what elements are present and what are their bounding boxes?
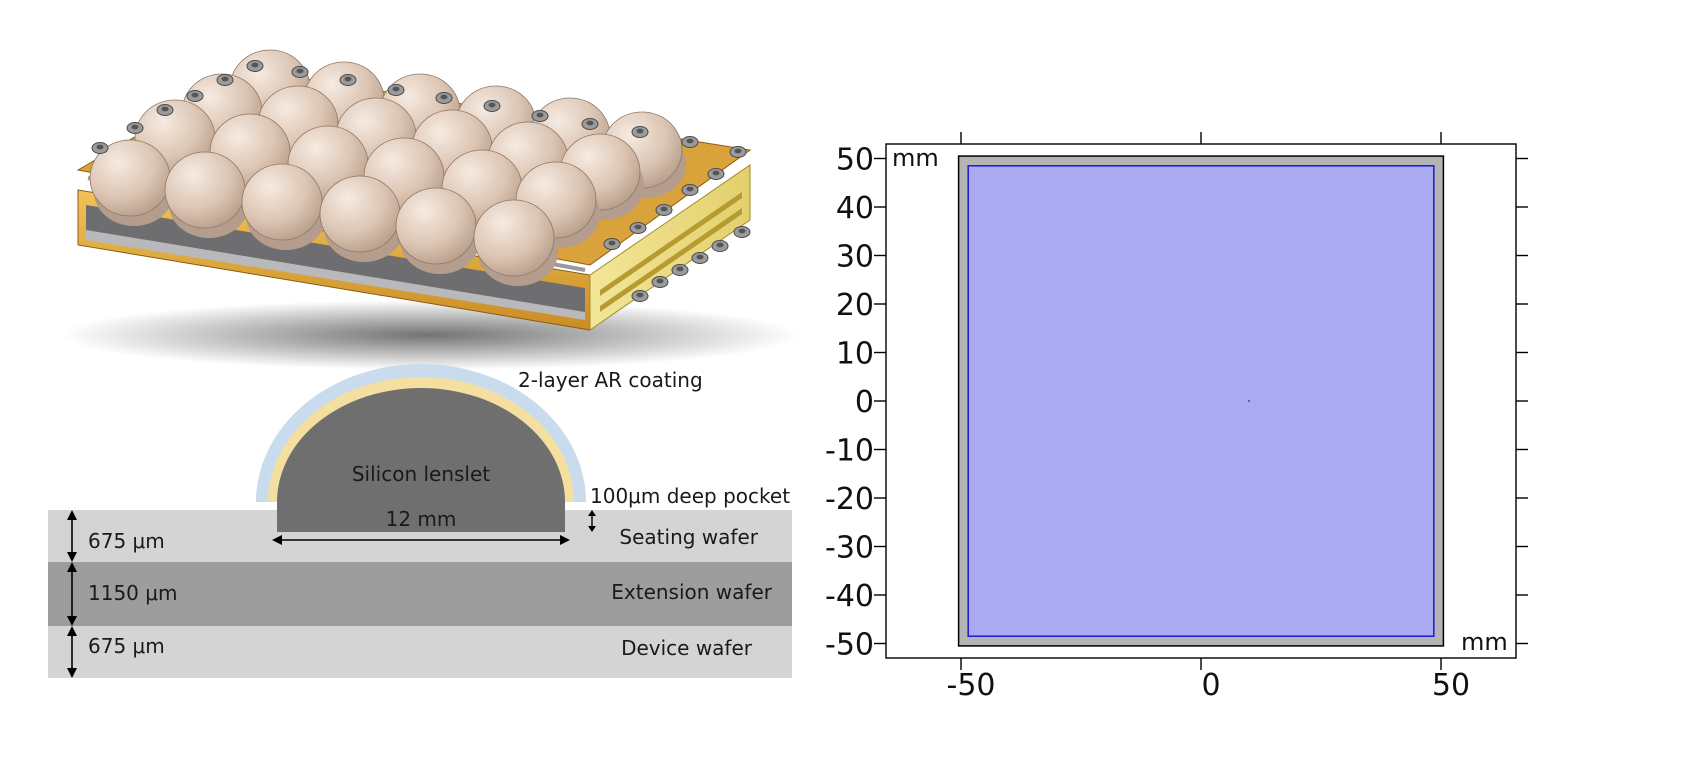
y-tick-label: 40 <box>836 191 874 226</box>
lenslet-label: Silicon lenslet <box>352 462 490 486</box>
unit-label-y: mm <box>892 144 939 172</box>
screw-socket <box>734 148 742 154</box>
lenslet-dome <box>164 151 246 229</box>
x-tick-label: -50 <box>947 668 996 703</box>
coating-label: 2-layer AR coating <box>518 368 703 392</box>
diameter-label: 12 mm <box>386 507 457 531</box>
screw-socket <box>608 240 616 246</box>
y-tick-label: 20 <box>836 288 874 323</box>
extension-thickness: 1150 μm <box>88 581 177 605</box>
lenslet-dome <box>395 187 477 265</box>
extension-wafer-label: Extension wafer <box>611 580 773 604</box>
screw-socket <box>676 266 684 272</box>
seating-thickness: 675 μm <box>88 529 165 553</box>
thickness-arrows <box>67 510 77 678</box>
screw-socket <box>696 254 704 260</box>
y-tick-label: 30 <box>836 240 874 275</box>
screw-socket <box>296 68 304 74</box>
screw-socket <box>96 144 104 150</box>
screw-socket <box>586 120 594 126</box>
lenslet-dome <box>473 199 555 277</box>
screw-socket <box>191 92 199 98</box>
y-tick-label: -50 <box>825 628 874 663</box>
array-shadow <box>60 300 800 370</box>
screw-socket <box>536 112 544 118</box>
center-point <box>1248 400 1250 402</box>
y-tick-label: 10 <box>836 337 874 372</box>
screw-socket <box>686 138 694 144</box>
screw-socket <box>656 278 664 284</box>
y-tick-label: -10 <box>825 434 874 469</box>
device-wafer-layer <box>48 626 792 678</box>
pocket-depth-arrow <box>588 510 596 532</box>
lenslet-array-rendering <box>60 40 800 370</box>
silicon-lenslet <box>277 388 565 532</box>
screw-socket <box>712 170 720 176</box>
screw-socket <box>686 186 694 192</box>
y-tick-label: -40 <box>825 579 874 614</box>
frame-screws <box>91 60 751 302</box>
pocket-label: 100μm deep pocket <box>590 484 790 508</box>
y-tick-label: -30 <box>825 531 874 566</box>
lenslet-dome <box>241 163 323 241</box>
screw-socket <box>392 86 400 92</box>
screw-socket <box>636 292 644 298</box>
screw-socket <box>660 206 668 212</box>
seating-wafer-label: Seating wafer <box>619 525 758 549</box>
lenslet-domes <box>89 49 686 286</box>
cross-section-diagram: Silicon lenslet 12 mm 2-layer AR coating… <box>48 364 792 678</box>
screw-socket <box>634 224 642 230</box>
diameter-arrow <box>272 535 570 545</box>
x-tick-label: 50 <box>1432 668 1470 703</box>
unit-label-x: mm <box>1461 628 1508 656</box>
device-thickness: 675 μm <box>88 634 165 658</box>
side-slot-2 <box>600 208 742 312</box>
plot-tick-labels: -50 0 50 50 40 30 20 10 0 -10 -20 -30 -40 -50 <box>825 143 1470 704</box>
inner-square <box>967 165 1435 637</box>
y-tick-label: 50 <box>836 143 874 178</box>
screw-socket <box>440 94 448 100</box>
side-slot-1 <box>600 192 742 296</box>
geometry-plot: -50 0 50 50 40 30 20 10 0 -10 -20 -30 -40 -50 mm mm <box>825 132 1528 703</box>
wafer-stack-grey-layer <box>86 230 585 320</box>
screw-socket <box>344 76 352 82</box>
screw-socket <box>636 128 644 134</box>
lenslet-dome <box>319 175 401 253</box>
screw-socket <box>221 76 229 82</box>
screw-socket <box>131 124 139 130</box>
y-tick-label: 0 <box>855 385 874 420</box>
screw-socket <box>716 242 724 248</box>
screw-socket <box>251 62 259 68</box>
screw-socket <box>161 106 169 112</box>
screw-socket <box>738 228 746 234</box>
plot-ticks <box>874 132 1528 670</box>
x-tick-label: 0 <box>1201 668 1220 703</box>
device-wafer-label: Device wafer <box>621 636 753 660</box>
extension-wafer-layer <box>48 562 792 626</box>
y-tick-label: -20 <box>825 482 874 517</box>
screw-socket <box>488 102 496 108</box>
